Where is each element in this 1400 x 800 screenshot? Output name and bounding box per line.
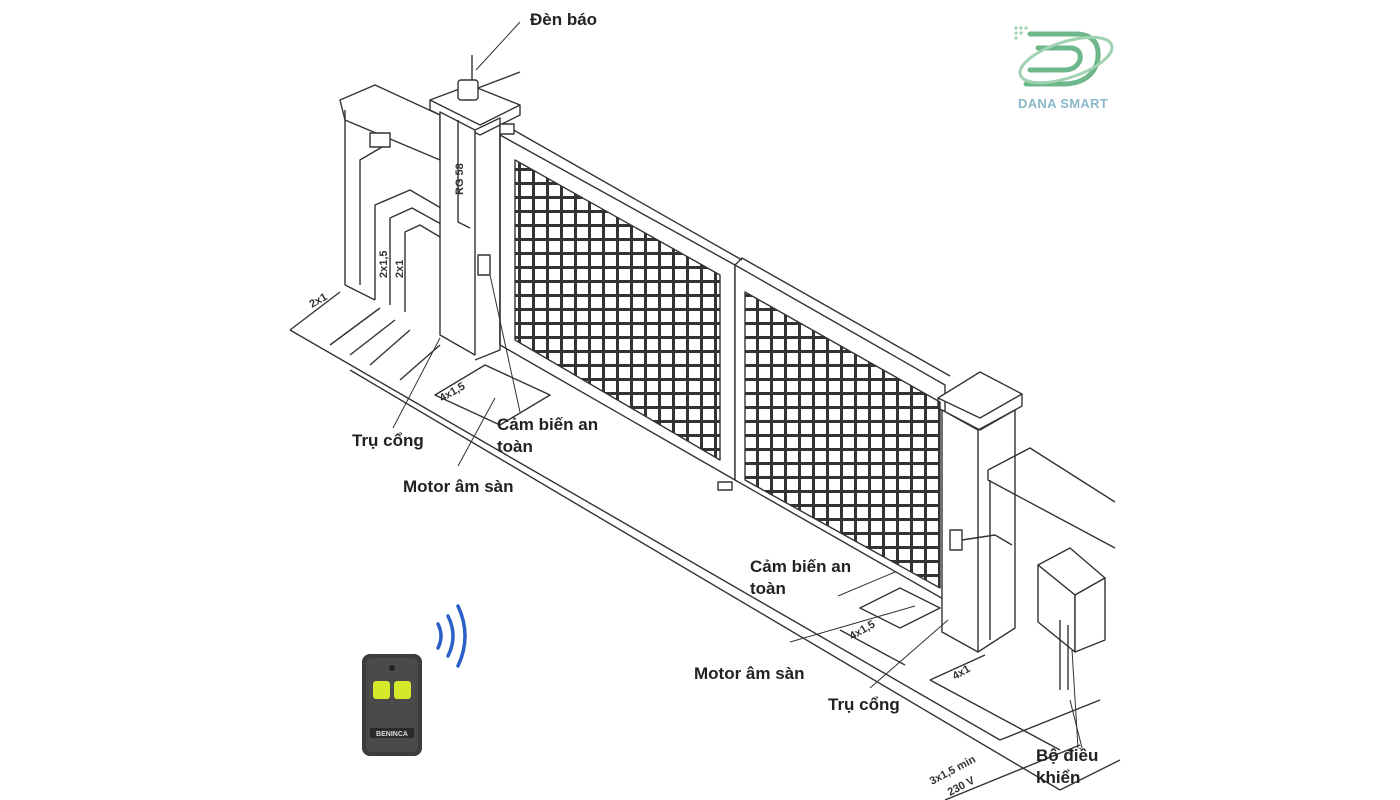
label-warning-lamp: Đèn báo	[530, 10, 598, 29]
label-underground-motor-left: Motor âm sàn	[403, 477, 514, 496]
remote-brand: BENINCA	[376, 731, 408, 738]
gate-leaf-right	[717, 257, 951, 601]
label-safety-sensor-right-line2: toàn	[750, 579, 786, 598]
label-safety-sensor-left-line2: toàn	[497, 437, 533, 456]
wire-label-rg58: RG 58	[454, 163, 466, 195]
remote-button-right	[394, 681, 411, 699]
control-box	[1037, 547, 1106, 690]
label-controller-line1: Bộ điều	[1036, 746, 1099, 765]
left-wall	[339, 84, 441, 301]
wire-label-4x1: 4x1	[951, 663, 973, 683]
motor-plates	[434, 364, 1061, 751]
label-safety-sensor-left-line1: Cảm biến an	[497, 415, 599, 434]
label-safety-sensor-right-line1: Cảm biến an	[750, 557, 852, 576]
label-gate-pillar-left: Trụ cổng	[352, 431, 424, 450]
right-pillar	[937, 371, 1023, 653]
wire-label-2x15: 2x1,5	[378, 250, 390, 278]
warning-lamp	[457, 55, 521, 101]
logo-icon	[1014, 26, 1114, 87]
wire-label-4x15-right: 4x1,5	[848, 618, 878, 642]
label-controller-line2: khiển	[1036, 768, 1081, 787]
leader-lines	[392, 21, 1083, 749]
wire-label-2x1-ground: 2x1	[308, 291, 330, 311]
wire-label-2x1-vertical: 2x1	[394, 260, 406, 278]
gate-leaf-left	[499, 123, 743, 481]
label-underground-motor-right: Motor âm sàn	[694, 664, 805, 683]
dana-smart-logo: DANA SMART	[1008, 22, 1118, 118]
right-wall	[987, 447, 1116, 640]
remote-button-left	[373, 681, 390, 699]
label-gate-pillar-right: Trụ cổng	[828, 695, 900, 714]
remote-control: BENINCA	[362, 654, 422, 756]
logo-text: DANA SMART	[1018, 96, 1108, 111]
signal-waves-icon	[436, 604, 467, 668]
left-pillar	[429, 84, 521, 361]
